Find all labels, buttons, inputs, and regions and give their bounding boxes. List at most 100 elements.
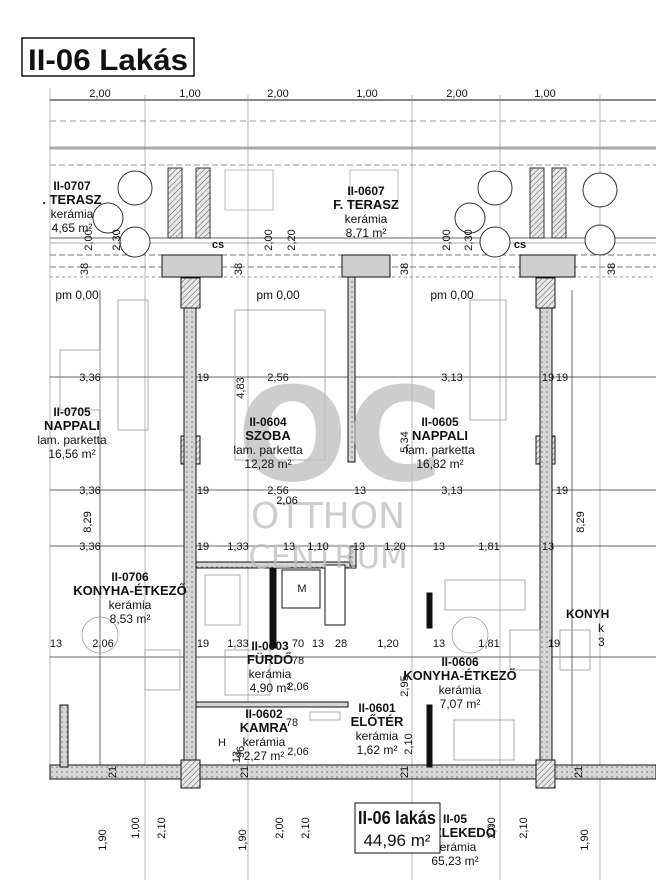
dimension-label: 2,10: [156, 817, 168, 838]
room-finish: lam. parketta: [37, 433, 107, 447]
dimension-label: 1,20: [384, 541, 405, 553]
apartment-summary: II-06 lakás 44,96 m²: [354, 802, 441, 854]
level-mark: pm 0,00: [55, 288, 99, 302]
partial-room-area: 3: [598, 635, 605, 649]
dimension-label: 13: [283, 541, 295, 553]
dimension-label: 78: [286, 717, 298, 729]
partial-room-finish: k: [598, 621, 605, 635]
dimension-label: 2,00: [83, 229, 95, 250]
dimension-label: 3,13: [441, 372, 462, 384]
dimension-label: 19: [548, 638, 560, 650]
dimension-label: 19: [197, 485, 209, 497]
dimension-label: 1,90: [579, 829, 591, 850]
dimension-label: 2,10: [300, 817, 312, 838]
dimension-label: 2,00: [263, 229, 275, 250]
dimension-label: 1,33: [227, 541, 248, 553]
dimension-label: 3,36: [79, 485, 100, 497]
dimension-label: 2,56: [267, 372, 288, 384]
dimension-label: 3,13: [441, 485, 462, 497]
dimension-label: 13: [433, 541, 445, 553]
top-dimension-label: 2,00: [267, 88, 288, 100]
room-area: 7,07 m²: [440, 697, 481, 711]
room-name: SZOBA: [245, 428, 291, 443]
room-id: II-0707: [53, 179, 91, 193]
dimension-label: 2,06: [287, 681, 308, 693]
room-name: NAPPALI: [44, 418, 100, 433]
room-finish: lam. parketta: [233, 443, 303, 457]
dimension-label: 2,95: [399, 675, 411, 696]
dimension-label: 2,56: [267, 485, 288, 497]
dimension-label: 19: [197, 541, 209, 553]
dimension-label: 3,36: [79, 372, 100, 384]
room-area: 4,65 m²: [52, 221, 93, 235]
room-finish: kerámia: [109, 598, 152, 612]
room-id: II-0607: [347, 184, 385, 198]
dimension-label: 5,34: [399, 431, 411, 452]
dimension-label: 1,10: [307, 541, 328, 553]
room-finish: kerámia: [356, 729, 399, 743]
room-finish: kerámia: [434, 840, 477, 854]
room-area: 16,56 m²: [48, 447, 95, 461]
dimension-label: 21: [107, 766, 119, 778]
dimension-label: 2,06: [287, 746, 308, 758]
watermark: OC OTTHON CENTRUM: [237, 359, 443, 576]
dimension-label: 38: [399, 263, 411, 275]
dimension-label: cs: [514, 239, 526, 251]
room-id: II-0606: [441, 655, 479, 669]
room-finish: kerámia: [345, 212, 388, 226]
dimension-label: 2,00: [486, 817, 498, 838]
dimension-label: M: [297, 583, 306, 595]
dimension-label: 21: [399, 766, 411, 778]
room-area: 1,62 m²: [357, 743, 398, 757]
room-finish: lam. parketta: [405, 443, 475, 457]
top-dimension-label: 2,00: [446, 88, 467, 100]
dimension-label: 28: [335, 638, 347, 650]
dimension-label: 78: [292, 655, 304, 667]
dimension-label: 19: [197, 638, 209, 650]
dimension-label: 1,20: [377, 638, 398, 650]
dimension-label: 2,06: [276, 495, 297, 507]
room-name: KONYHA-ÉTKEZŐ: [403, 668, 516, 683]
dimension-label: 2,06: [92, 638, 113, 650]
dimension-label: 70: [292, 638, 304, 650]
dimension-label: 2,20: [286, 229, 298, 250]
room-finish: kerámia: [249, 667, 292, 681]
dimension-label: 1,33: [227, 638, 248, 650]
dimension-label: 2,30: [463, 229, 475, 250]
dimension-label: 19: [556, 372, 568, 384]
room-finish: kerámia: [243, 735, 286, 749]
level-mark: pm 0,00: [430, 288, 474, 302]
dimension-label: 21: [239, 766, 251, 778]
dimension-label: 2,00: [274, 817, 286, 838]
dimension-label: 13: [354, 485, 366, 497]
dimension-label: 38: [79, 263, 91, 275]
dimension-label: 2,30: [111, 229, 123, 250]
dimension-label: cs: [212, 239, 224, 251]
dimension-label: 2,10: [518, 817, 530, 838]
dimension-label: 1,81: [478, 638, 499, 650]
dimension-label: 1,90: [237, 829, 249, 850]
apartment-area: 44,96 m²: [363, 831, 430, 850]
top-dimension-label: 1,00: [179, 88, 200, 100]
dimension-label: 2,10: [403, 733, 415, 754]
dimension-label: 1,90: [97, 829, 109, 850]
room-finish: kerámia: [51, 207, 94, 221]
room-name: NAPPALI: [412, 428, 468, 443]
dimension-label: 13: [433, 638, 445, 650]
dimension-label: 21: [573, 766, 585, 778]
plan-title: II-06 Lakás: [21, 37, 195, 77]
room-name: ELŐTÉR: [351, 714, 404, 729]
room-id: II-0605: [421, 415, 459, 429]
level-mark: pm 0,00: [256, 288, 300, 302]
dimension-label: 8,29: [82, 511, 94, 532]
dimension-label: 13: [50, 638, 62, 650]
room-finish: kerámia: [439, 683, 482, 697]
room-name: F. TERASZ: [333, 197, 399, 212]
dimension-label: 96: [235, 746, 247, 758]
room-name: . TERASZ: [42, 192, 101, 207]
dimension-label: H: [218, 737, 226, 749]
walls: [49, 254, 656, 789]
room-id: II-0706: [111, 570, 149, 584]
dimension-label: 8,29: [575, 511, 587, 532]
